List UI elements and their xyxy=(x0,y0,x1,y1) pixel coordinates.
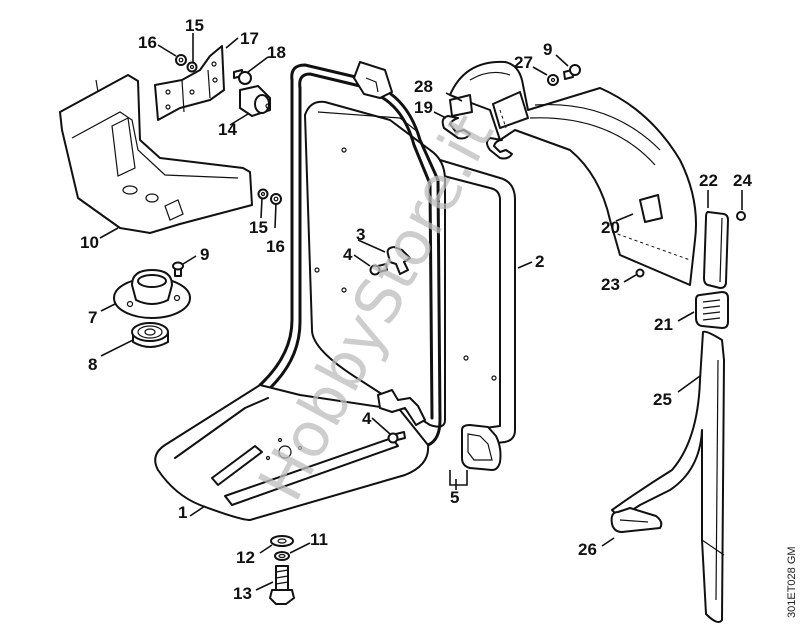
callout-15-top[interactable]: 15 xyxy=(185,16,204,35)
callout-10[interactable]: 10 xyxy=(80,233,99,252)
callout-12[interactable]: 12 xyxy=(236,548,255,567)
triangular-ring-part-26[interactable] xyxy=(610,507,663,533)
callout-13[interactable]: 13 xyxy=(233,584,252,603)
callout-labels: 1 2 3 4 4 5 7 8 9 9 10 11 12 13 14 15 15… xyxy=(80,16,752,603)
screw-part-4-lower[interactable] xyxy=(387,431,406,444)
washer-part-15-mid[interactable] xyxy=(257,188,269,200)
callout-15-mid[interactable]: 15 xyxy=(249,218,268,237)
screw-part-18[interactable] xyxy=(233,69,252,85)
callout-9-right[interactable]: 9 xyxy=(543,40,552,59)
callout-7[interactable]: 7 xyxy=(88,308,97,327)
rivet-part-23[interactable] xyxy=(635,268,645,278)
callout-20[interactable]: 20 xyxy=(601,218,620,237)
screw-part-9-left[interactable] xyxy=(172,261,184,277)
strap-part-25[interactable] xyxy=(611,330,725,623)
callout-1[interactable]: 1 xyxy=(178,503,187,522)
callout-27[interactable]: 27 xyxy=(514,53,533,72)
callout-16-top[interactable]: 16 xyxy=(138,33,157,52)
callout-22[interactable]: 22 xyxy=(699,171,718,190)
bracket-part-17[interactable] xyxy=(154,45,225,121)
nut-part-16-mid[interactable] xyxy=(270,193,282,205)
callout-14[interactable]: 14 xyxy=(218,120,237,139)
callout-3[interactable]: 3 xyxy=(356,225,365,244)
callout-11[interactable]: 11 xyxy=(310,530,328,549)
callout-4-lower[interactable]: 4 xyxy=(362,409,372,428)
callout-21[interactable]: 21 xyxy=(654,315,673,334)
screw-part-4-upper[interactable] xyxy=(369,263,388,276)
loop-part-28[interactable] xyxy=(449,94,473,117)
callout-8[interactable]: 8 xyxy=(88,355,97,374)
callout-18[interactable]: 18 xyxy=(267,43,286,62)
back-plate-part-2[interactable] xyxy=(439,159,516,447)
shoulder-harness-part-20[interactable] xyxy=(449,60,697,286)
annular-buffer-part-14[interactable] xyxy=(239,85,271,117)
frame-part-1[interactable] xyxy=(154,61,446,521)
callout-25[interactable]: 25 xyxy=(653,390,672,409)
hook-set-part-5[interactable] xyxy=(461,424,502,471)
callout-17[interactable]: 17 xyxy=(240,29,259,48)
leader-lines xyxy=(99,33,743,591)
callout-26[interactable]: 26 xyxy=(578,540,597,559)
callout-23[interactable]: 23 xyxy=(601,275,620,294)
hook-part-19[interactable] xyxy=(441,115,513,160)
ball-bearing-part-8[interactable] xyxy=(131,322,169,348)
lock-washer-part-11[interactable] xyxy=(274,551,290,561)
callout-16-mid[interactable]: 16 xyxy=(266,237,285,256)
callout-24[interactable]: 24 xyxy=(733,171,752,190)
flange-part-7[interactable] xyxy=(113,269,191,319)
callout-5[interactable]: 5 xyxy=(450,488,459,507)
washer-part-15-top[interactable] xyxy=(186,61,198,73)
callout-2[interactable]: 2 xyxy=(535,252,544,271)
pad-part-22[interactable] xyxy=(703,211,729,289)
rivet-part-24[interactable] xyxy=(736,211,746,221)
washer-part-27[interactable] xyxy=(547,74,559,86)
callout-28[interactable]: 28 xyxy=(414,77,433,96)
nut-part-16-top[interactable] xyxy=(175,54,187,66)
clip-part-3[interactable] xyxy=(386,246,411,275)
buckle-part-21[interactable] xyxy=(695,291,729,329)
hex-bolt-part-13[interactable] xyxy=(269,565,295,605)
callout-9-left[interactable]: 9 xyxy=(200,245,209,264)
screw-part-9-right[interactable] xyxy=(563,64,581,80)
drawing-code: 301ET028 GM xyxy=(786,546,798,618)
washer-part-12[interactable] xyxy=(270,535,294,547)
tray-part-10[interactable] xyxy=(59,74,253,234)
callout-4-upper[interactable]: 4 xyxy=(343,245,353,264)
callout-19[interactable]: 19 xyxy=(414,98,433,117)
